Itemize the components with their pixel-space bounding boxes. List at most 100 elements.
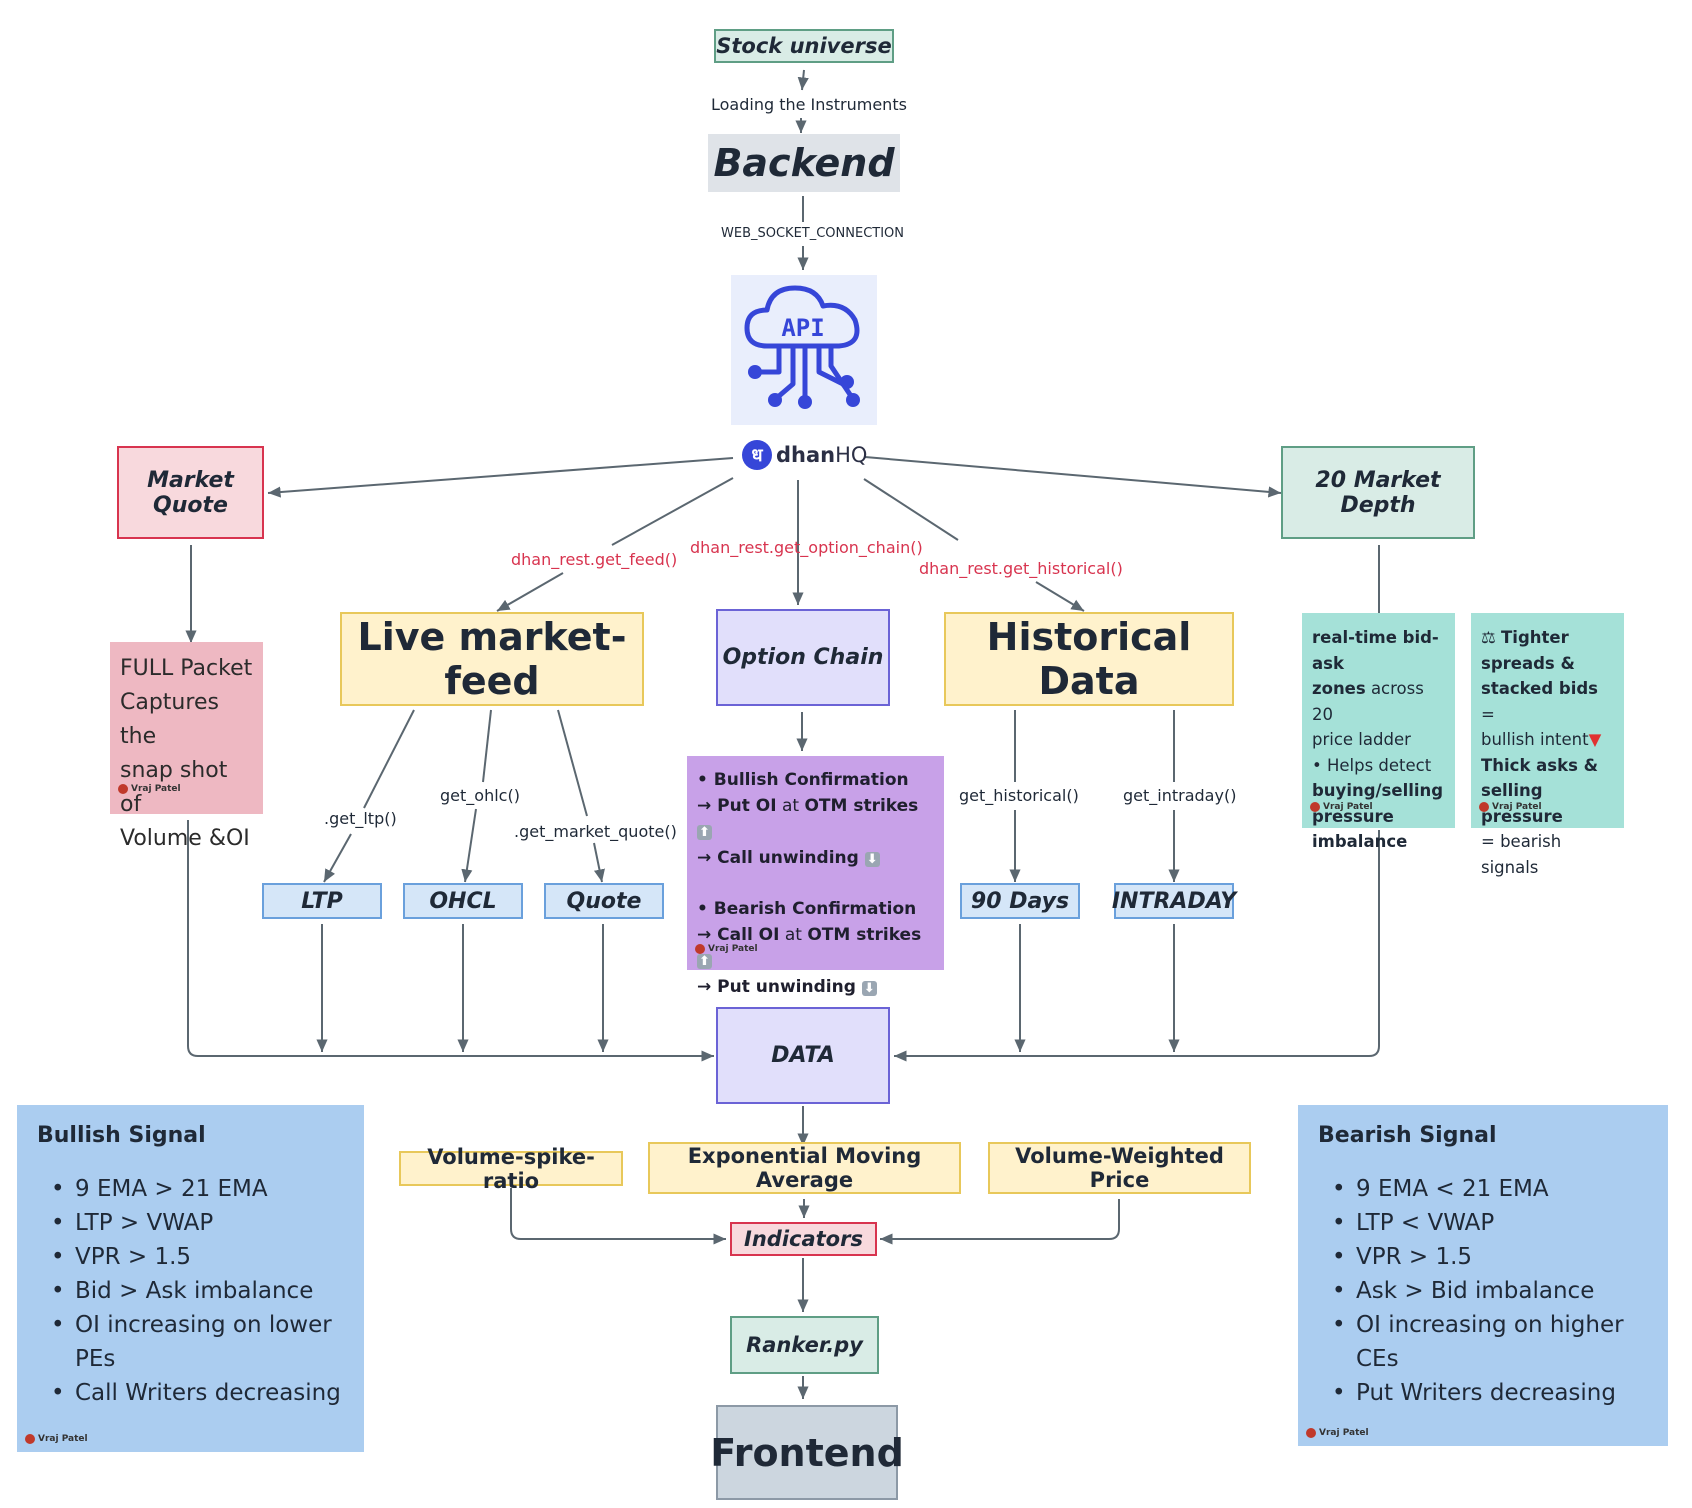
api-cloud-icon: API	[731, 275, 877, 425]
node-frontend-label: Frontend	[710, 1430, 904, 1475]
edge-feed-ohcl-a	[482, 709, 492, 783]
dhan-logo-hq: HQ	[835, 443, 868, 467]
note-option-confirmation: • Bullish Confirmation → Put OI at OTM s…	[687, 756, 944, 997]
node-option-chain-label: Option Chain	[722, 645, 884, 670]
scales-icon: ⚖	[1481, 628, 1496, 647]
list-item: VPR > 1.5	[1318, 1240, 1648, 1274]
list-item: 9 EMA < 21 EMA	[1318, 1172, 1648, 1206]
edge-label-get-market-quote: .get_market_quote()	[514, 822, 677, 841]
list-item: Call Writers decreasing	[37, 1376, 344, 1410]
edge-label-get-ltp: .get_ltp()	[324, 809, 397, 828]
node-vwp: Volume-Weighted Price	[988, 1142, 1251, 1194]
up-arrow-icon: ⬆	[697, 954, 712, 969]
node-market-depth-label: 20 Market Depth	[1315, 467, 1441, 518]
edge-label-get-ohlc: get_ohlc()	[440, 786, 520, 805]
author-avatar-icon	[118, 784, 128, 794]
list-item: LTP < VWAP	[1318, 1206, 1648, 1240]
down-arrow-icon: ⬇	[864, 851, 880, 867]
node-indicators-label: Indicators	[744, 1227, 863, 1251]
node-historical-label: Historical Data	[986, 615, 1192, 703]
up-arrow-icon: ⬆	[697, 825, 712, 840]
node-live-feed: Live market-feed	[340, 612, 644, 706]
bearish-signal-title: Bearish Signal	[1318, 1123, 1497, 1148]
author-avatar-icon	[1310, 802, 1320, 813]
node-historical: Historical Data	[944, 612, 1234, 706]
note-author: Vraj Patel	[1479, 795, 1542, 821]
red-down-triangle-icon: ▼	[1588, 730, 1602, 749]
node-data-label: DATA	[771, 1043, 835, 1068]
edge-fullpacket-data	[187, 820, 714, 1062]
node-vsr: Volume-spike-ratio	[399, 1145, 623, 1193]
list-item: OI increasing on lower PEs	[37, 1308, 344, 1376]
node-ema-label: Exponential Moving Average	[687, 1144, 922, 1192]
author-avatar-icon	[695, 944, 705, 955]
bullish-signal-title: Bullish Signal	[37, 1123, 206, 1148]
edge-label-websocket: WEB_SOCKET_CONNECTION	[721, 226, 905, 241]
node-stock-universe: Stock universe	[714, 29, 894, 63]
node-option-chain: Option Chain	[716, 609, 890, 706]
note-tighter-spreads: ⚖ Tighter spreads & stacked bids = bulli…	[1471, 613, 1624, 877]
bullish-put-oi-line: → Put OI at OTM strikes ⬆	[697, 795, 919, 840]
note-author: Vraj Patel	[1310, 795, 1373, 821]
node-ltp-label: LTP	[301, 888, 343, 914]
api-text: API	[781, 314, 824, 342]
node-stock-universe-label: Stock universe	[716, 34, 892, 58]
node-ohcl-label: OHCL	[429, 888, 497, 914]
note-author: Vraj Patel	[1306, 1428, 1369, 1438]
bullish-call-unwinding-line: → Call unwinding ⬇	[697, 847, 880, 868]
edge-label-loading: Loading the Instruments	[711, 95, 907, 114]
edge-feed-ltp-b	[323, 833, 352, 883]
node-ranker: Ranker.py	[730, 1316, 879, 1374]
node-quote: Quote	[544, 883, 664, 919]
list-item: Ask > Bid imbalance	[1318, 1274, 1648, 1308]
node-ema: Exponential Moving Average	[648, 1142, 961, 1194]
note-full-packet: FULL Packet Captures the snap shot of Vo…	[110, 642, 263, 851]
author-avatar-icon	[25, 1434, 35, 1444]
edge-vsr-indicators	[510, 1188, 726, 1245]
dhan-logo-icon: ध	[742, 440, 772, 470]
node-live-feed-label: Live market-feed	[357, 615, 627, 703]
node-vsr-label: Volume-spike-ratio	[427, 1144, 595, 1193]
node-90-days: 90 Days	[960, 883, 1080, 919]
edge-feed-quote-b	[593, 842, 605, 883]
bullish-confirmation-title: • Bullish Confirmation	[697, 770, 909, 790]
bearish-put-unwinding-line: → Put unwinding ⬇	[697, 976, 877, 997]
edge-depth-data	[894, 830, 1380, 1062]
edge-dhan-marketquote	[267, 457, 734, 498]
bearish-call-oi-line: → Call OI at OTM strikes ⬆	[697, 924, 922, 969]
dhan-logo-text: dhan	[776, 443, 836, 467]
edge-dhan-feed-a	[611, 477, 734, 546]
node-market-quote: Market Quote	[117, 446, 264, 539]
bearish-signal-list: 9 EMA < 21 EMA LTP < VWAP VPR > 1.5 Ask …	[1318, 1172, 1648, 1410]
edge-stock-backend	[797, 69, 809, 91]
node-frontend: Frontend	[710, 1405, 904, 1500]
node-90-days-label: 90 Days	[970, 888, 1070, 914]
note-author: Vraj Patel	[25, 1434, 88, 1444]
edge-dhan-marketdepth	[864, 456, 1282, 498]
panel-bearish-signal: Bearish Signal 9 EMA < 21 EMA LTP < VWAP…	[1298, 1105, 1668, 1446]
node-ltp: LTP	[262, 883, 382, 919]
edge-dhan-hist-a	[863, 478, 959, 541]
edge-label-get-option-chain: dhan_rest.get_option_chain()	[690, 538, 923, 557]
edge-label-get-intraday: get_intraday()	[1123, 786, 1237, 805]
note-author: Vraj Patel	[695, 937, 758, 963]
node-market-depth: 20 Market Depth	[1281, 446, 1475, 539]
panel-bullish-signal: Bullish Signal 9 EMA > 21 EMA LTP > VWAP…	[17, 1105, 364, 1452]
edge-feed-ohcl-b	[461, 808, 477, 883]
edge-label-get-historical-rest: dhan_rest.get_historical()	[919, 559, 1123, 578]
node-data: DATA	[716, 1007, 890, 1104]
node-market-quote-label: Market Quote	[147, 467, 234, 518]
node-backend-label: Backend	[713, 141, 895, 185]
node-quote-label: Quote	[566, 888, 642, 914]
edge-dhan-feed-b	[496, 572, 564, 612]
list-item: OI increasing on higher CEs	[1318, 1308, 1648, 1376]
note-full-packet-line: snap shot of	[120, 758, 228, 817]
edge-label-get-historical: get_historical()	[959, 786, 1079, 805]
bullish-signal-list: 9 EMA > 21 EMA LTP > VWAP VPR > 1.5 Bid …	[37, 1172, 344, 1410]
node-ranker-label: Ranker.py	[746, 1333, 863, 1357]
edge-label-get-feed: dhan_rest.get_feed()	[511, 550, 678, 569]
down-arrow-icon: ⬇	[861, 980, 877, 996]
list-item: LTP > VWAP	[37, 1206, 344, 1240]
dhanhq-logo: ध dhanHQ	[742, 440, 867, 470]
